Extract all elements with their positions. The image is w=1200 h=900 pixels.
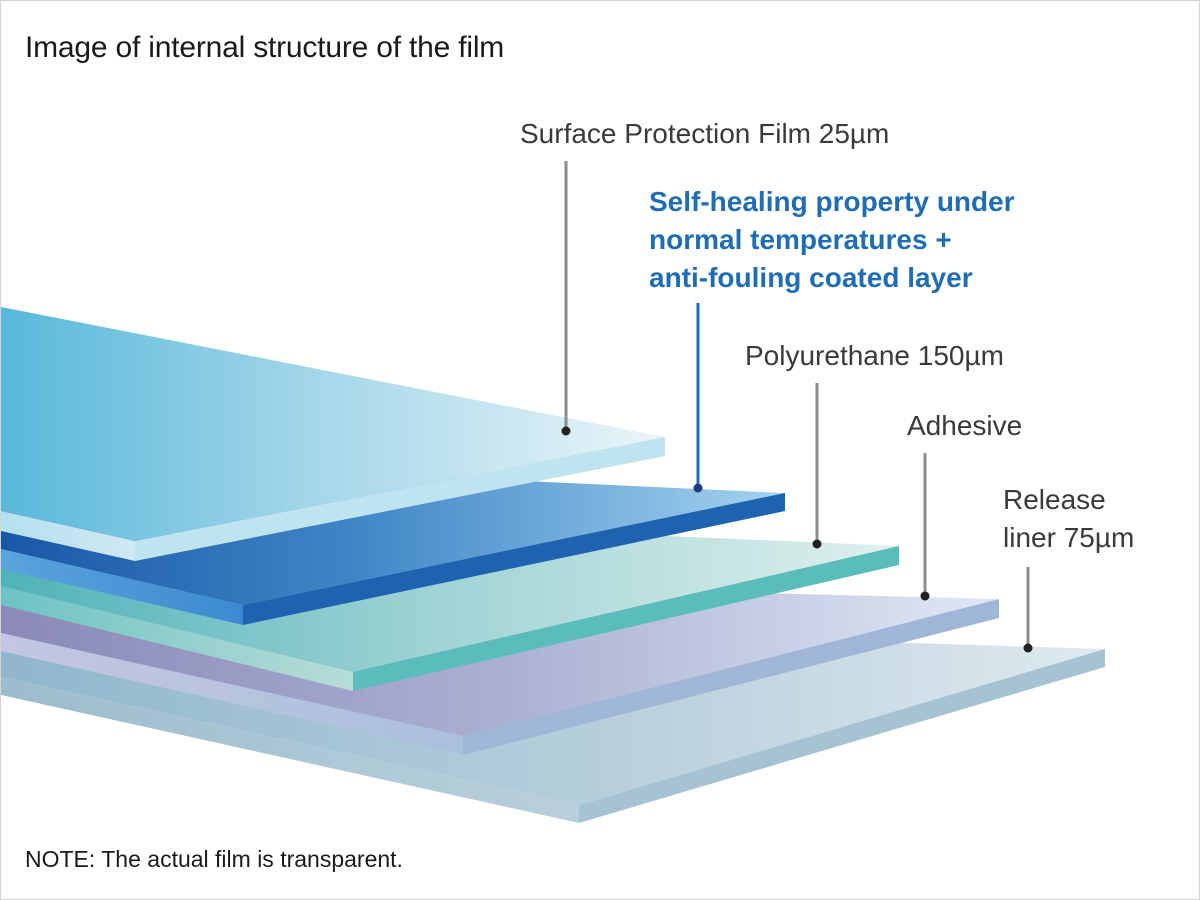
label-line: Surface Protection Film 25µm (520, 118, 890, 149)
label-line: Release (1003, 484, 1106, 515)
surface-film-top (1, 307, 665, 541)
release-liner-edge (1, 677, 579, 823)
surface-film-side (135, 437, 665, 561)
label-release-liner: Release liner 75µm (1003, 481, 1134, 557)
leader-dot-polyurethane (812, 539, 822, 549)
label-polyurethane: Polyurethane 150µm (745, 337, 1004, 375)
label-line: Adhesive (907, 410, 1023, 441)
adhesive-side (463, 599, 999, 755)
leader-dot-release (1023, 643, 1033, 653)
transparency-note: NOTE: The actual film is transparent. (25, 846, 403, 872)
label-self-healing-layer: Self-healing property under normal tempe… (649, 183, 1015, 297)
label-line: liner 75µm (1003, 522, 1135, 553)
surface-film-edge (1, 511, 135, 561)
adhesive-edge (1, 633, 463, 755)
leader-dot-coated (693, 483, 703, 493)
polyurethane-side (353, 546, 899, 691)
release-liner-side (579, 649, 1105, 823)
label-line: Polyurethane 150µm (745, 340, 1004, 371)
label-surface-protection-film: Surface Protection Film 25µm (520, 115, 889, 153)
label-line: anti-fouling coated layer (649, 262, 973, 293)
label-line: Self-healing property under (649, 186, 1015, 217)
leader-dot-surface (561, 426, 571, 436)
coated-layer-side (243, 493, 785, 625)
label-adhesive: Adhesive (907, 407, 1022, 445)
label-line: normal temperatures + (649, 224, 952, 255)
diagram-title: Image of internal structure of the film (25, 31, 505, 64)
leader-dot-adhesive (920, 591, 930, 601)
coated-layer-edge (1, 549, 243, 625)
polyurethane-edge (1, 586, 353, 691)
